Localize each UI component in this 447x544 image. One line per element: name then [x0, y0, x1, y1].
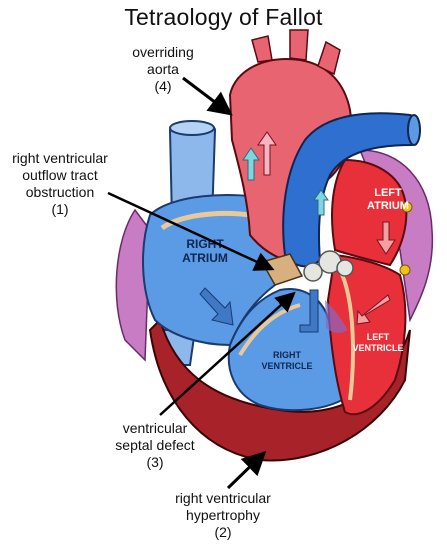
callout-overriding-aorta: overriding aorta (4) [108, 44, 218, 95]
callout-vsd-number: (3) [146, 454, 164, 470]
left-ventricle-label-line2: VENTRICLE [352, 343, 403, 353]
callout-rv-outflow-line3: obstruction [25, 184, 95, 200]
septal-defect-shunt [325, 300, 348, 333]
vessel-dot-1 [401, 201, 413, 213]
callout-rv-hypertrophy-number: (2) [214, 524, 232, 540]
pulmonary-flow-arrow [313, 189, 329, 216]
valve-leaflet-2 [303, 262, 323, 282]
aorta-branch-3 [317, 40, 341, 76]
valve-leaflet-3 [336, 259, 354, 277]
callout-rv-hypertrophy-line2: hypertrophy [186, 507, 260, 523]
left-atrium-label-line1: LEFT [374, 187, 402, 199]
right-atrium-flow-arrow [199, 287, 234, 326]
callout-vsd-line1: ventricular [122, 420, 188, 436]
callout-ventricular-septal-defect: ventricular septal defect (3) [95, 420, 215, 471]
right-atrium-label-line2: ATRIUM [182, 251, 228, 265]
right-ventricle-label-line2: VENTRICLE [261, 361, 312, 371]
aorta-flow-arrow-cyan [242, 147, 260, 181]
aorta-flow-arrow-pink [257, 131, 277, 176]
right-ventricle-label-line1: RIGHT [273, 350, 302, 360]
left-atrium-flow-arrow [376, 221, 396, 255]
callout-overriding-aorta-number: (4) [154, 78, 172, 94]
aorta-branch-1 [251, 35, 273, 63]
diagram-title: Tetraology of Fallot [124, 4, 323, 30]
left-ventricle-lining [338, 269, 355, 401]
right-atrium-label-line1: RIGHT [186, 237, 224, 251]
pericardium-left [115, 208, 151, 362]
callout-rv-outflow-number: (1) [51, 201, 69, 217]
pointer-rv-outflow [107, 191, 275, 271]
right-ventricle-flow-arrow [299, 289, 319, 333]
pulmonary-artery-opening [407, 114, 421, 146]
callout-rv-hypertrophy-line1: right ventricular [175, 490, 271, 506]
vessel-dot-2 [399, 264, 411, 276]
left-ventricle-flow-arrow [356, 294, 391, 325]
left-atrium-label-line2: ATRIUM [367, 200, 409, 212]
callout-rv-outflow-line1: right ventricular [12, 150, 108, 166]
callout-rv-outflow-line2: outflow tract [22, 167, 98, 183]
aorta-branch-2 [289, 29, 309, 61]
callout-vsd-line2: septal defect [115, 437, 195, 453]
svc-opening [169, 120, 215, 136]
left-ventricle-label-line1: LEFT [367, 332, 390, 342]
pointer-rv-hypertrophy [226, 450, 267, 490]
pointer-vsd [159, 291, 296, 416]
callout-overriding-aorta-line1: overriding [132, 44, 194, 60]
callout-rv-outflow-obstruction: right ventricular outflow tract obstruct… [2, 150, 118, 218]
callout-rv-hypertrophy: right ventricular hypertrophy (2) [158, 490, 288, 541]
right-ventricle-wall [148, 318, 411, 462]
pointer-overriding-aorta [182, 76, 233, 116]
callout-overriding-aorta-line2: aorta [147, 61, 179, 77]
